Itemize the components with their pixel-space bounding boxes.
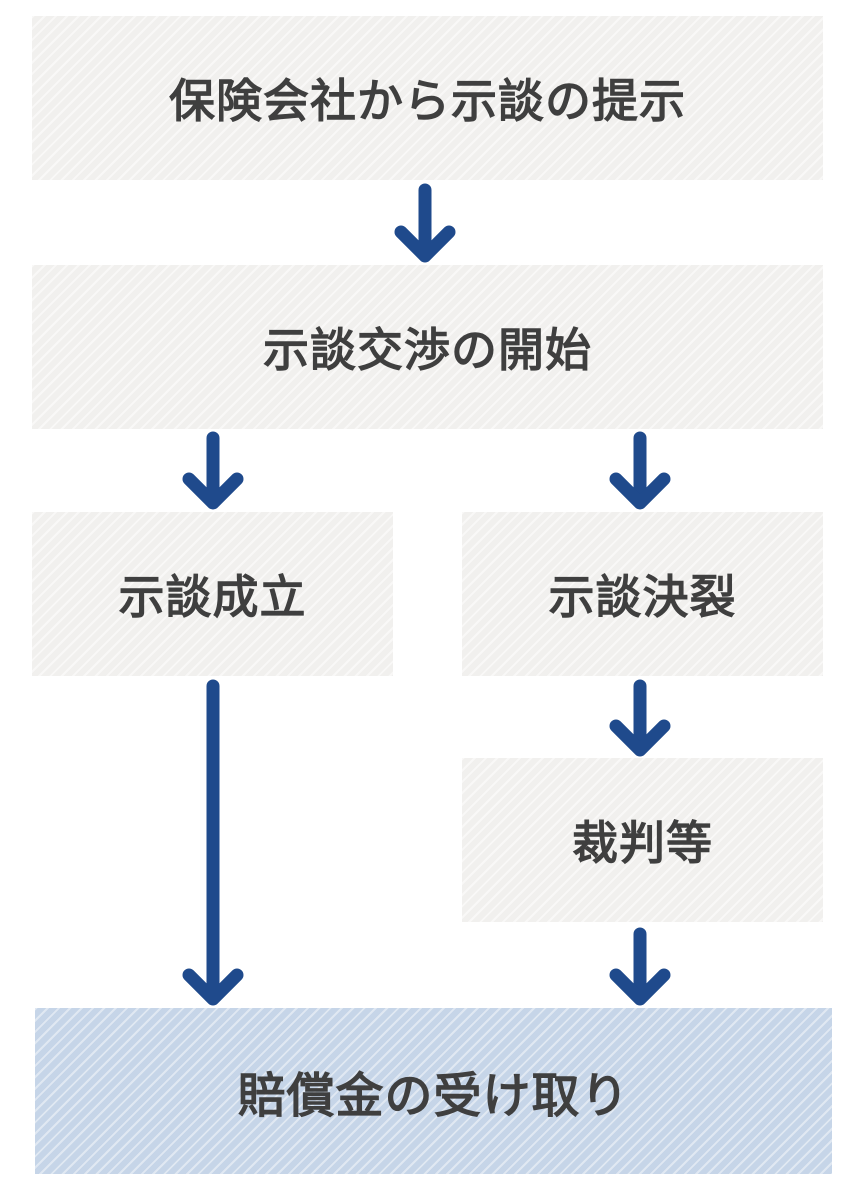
arrow-down-icon: [609, 679, 671, 757]
arrow-down-icon: [609, 927, 671, 1006]
step-court-label: 裁判等: [572, 816, 713, 870]
step-payment-box: 賠償金の受け取り: [35, 1008, 832, 1174]
step-settlement-success-box: 示談成立: [32, 512, 393, 676]
step-offer-label: 保険会社から示談の提示: [169, 74, 686, 128]
step-negotiation-start-label: 示談交渉の開始: [263, 323, 592, 377]
step-payment-label: 賠償金の受け取り: [237, 1068, 630, 1124]
step-settlement-failure-box: 示談決裂: [462, 512, 823, 676]
step-settlement-failure-label: 示談決裂: [548, 570, 737, 624]
step-settlement-success-label: 示談成立: [118, 570, 307, 624]
step-negotiation-start-box: 示談交渉の開始: [32, 265, 823, 429]
arrow-down-icon: [182, 679, 244, 1006]
step-court-box: 裁判等: [462, 758, 823, 922]
step-offer-box: 保険会社から示談の提示: [32, 16, 823, 180]
arrow-down-icon: [394, 183, 456, 263]
arrow-down-icon: [182, 431, 244, 510]
arrow-down-icon: [609, 431, 671, 510]
